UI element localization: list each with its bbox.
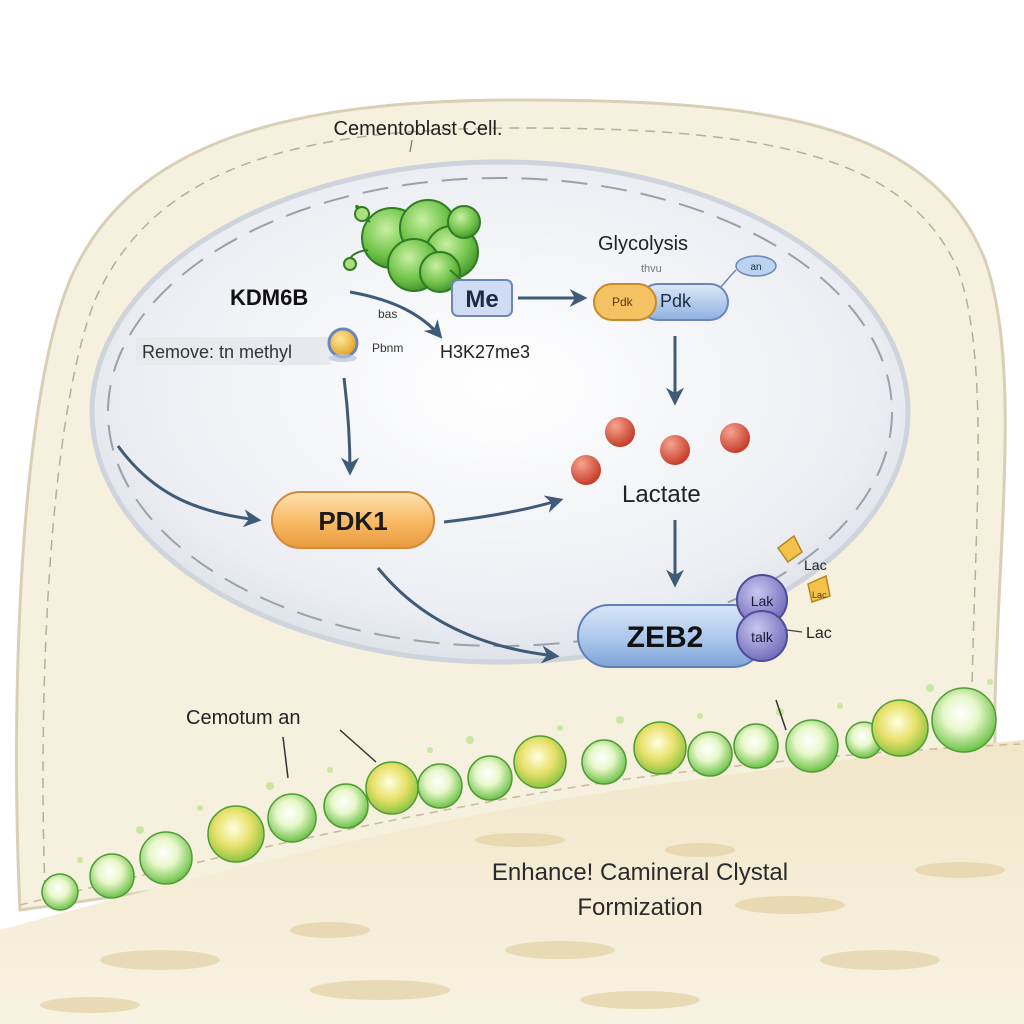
remove-methyl-label: Remove: tn methyl (142, 342, 292, 362)
nucleus (89, 159, 911, 665)
bas-label: bas (378, 307, 397, 321)
kdm6b-label: KDM6B (230, 285, 308, 310)
crystal (365, 761, 419, 815)
enhanced-line2: Formization (577, 894, 702, 921)
lac-marker-icon (807, 574, 831, 603)
cell-title-leader (409, 139, 413, 153)
crystal (467, 755, 513, 801)
glycolysis-sub-label: thvu (641, 263, 662, 275)
crystal (871, 699, 929, 757)
enzyme-orb-shadow (329, 354, 357, 362)
lactate-dot (605, 417, 635, 447)
pdk1-node (271, 491, 435, 549)
talk-subunit (736, 610, 788, 662)
mineral-crystals (41, 687, 997, 911)
me-label: Me (465, 286, 498, 313)
arrow-kdm6b-to-h3k27 (349, 290, 443, 339)
lactate-molecules (571, 417, 750, 485)
crystal (417, 763, 463, 809)
pdk1-label: PDK1 (318, 506, 387, 536)
crystal (207, 805, 265, 863)
me-box (451, 279, 513, 317)
remove-label-band (136, 337, 331, 365)
arrow-pdk1-to-lactate (443, 495, 564, 524)
bone-matrix (0, 740, 1024, 1024)
bone-lacunae (40, 833, 1005, 1013)
crystal (687, 731, 733, 777)
lac-top-label: Lac (804, 557, 827, 573)
glycolysis-label: Glycolysis (598, 233, 688, 255)
cementum-label: Cemotum an (186, 707, 301, 729)
crystal (931, 687, 997, 753)
an-bubble (735, 255, 777, 277)
cell-membrane-dashed (42, 127, 979, 891)
an-bubble-connector (719, 269, 737, 289)
lac-bottom-label: Lac (806, 625, 832, 642)
crystal (785, 719, 839, 773)
mineral-specks (77, 679, 993, 863)
crystal (733, 723, 779, 769)
pbnm-label: Pbnm (372, 341, 403, 355)
enzyme-orb-icon (327, 327, 359, 359)
lactate-dot (571, 455, 601, 485)
crystal (89, 853, 135, 899)
lac-marker-label: Lac (812, 590, 827, 600)
cementum-leader-2 (339, 729, 377, 763)
cell-title: Cementoblast Cell. (334, 118, 503, 140)
an-bubble-label: an (750, 262, 761, 273)
crystal (513, 735, 567, 789)
zeb2-label: ZEB2 (627, 621, 704, 654)
lactate-dot (720, 423, 750, 453)
arrow-pdk1-to-zeb2 (376, 567, 560, 664)
lactate-dot (660, 435, 690, 465)
crystal (633, 721, 687, 775)
cementum-leader-1 (282, 736, 289, 779)
talk-label: talk (751, 629, 774, 645)
pathway-arrows (116, 289, 684, 664)
enhanced-line1: Enhance! Camineral Clystal (492, 859, 788, 886)
pdk-label: Pdk (660, 291, 692, 311)
crystal (139, 831, 193, 885)
crystal-leader (775, 699, 787, 731)
kdm6b-protein-icon (343, 199, 481, 293)
lactate-label: Lactate (622, 481, 701, 508)
lak-label: Lak (751, 593, 775, 609)
crystal (41, 873, 79, 911)
lac-marker-icon (776, 534, 803, 564)
crystal (267, 793, 317, 843)
h3k27me3-label: H3K27me3 (440, 342, 530, 362)
pdk-left-label: Pdk (612, 295, 634, 309)
crystal (323, 783, 369, 829)
arrow-left-to-pdk1 (116, 445, 262, 528)
crystal (581, 739, 627, 785)
pdk-enzyme (593, 283, 729, 321)
arrow-orb-to-pdk1 (340, 377, 359, 476)
lac-bottom-connector (786, 629, 803, 633)
